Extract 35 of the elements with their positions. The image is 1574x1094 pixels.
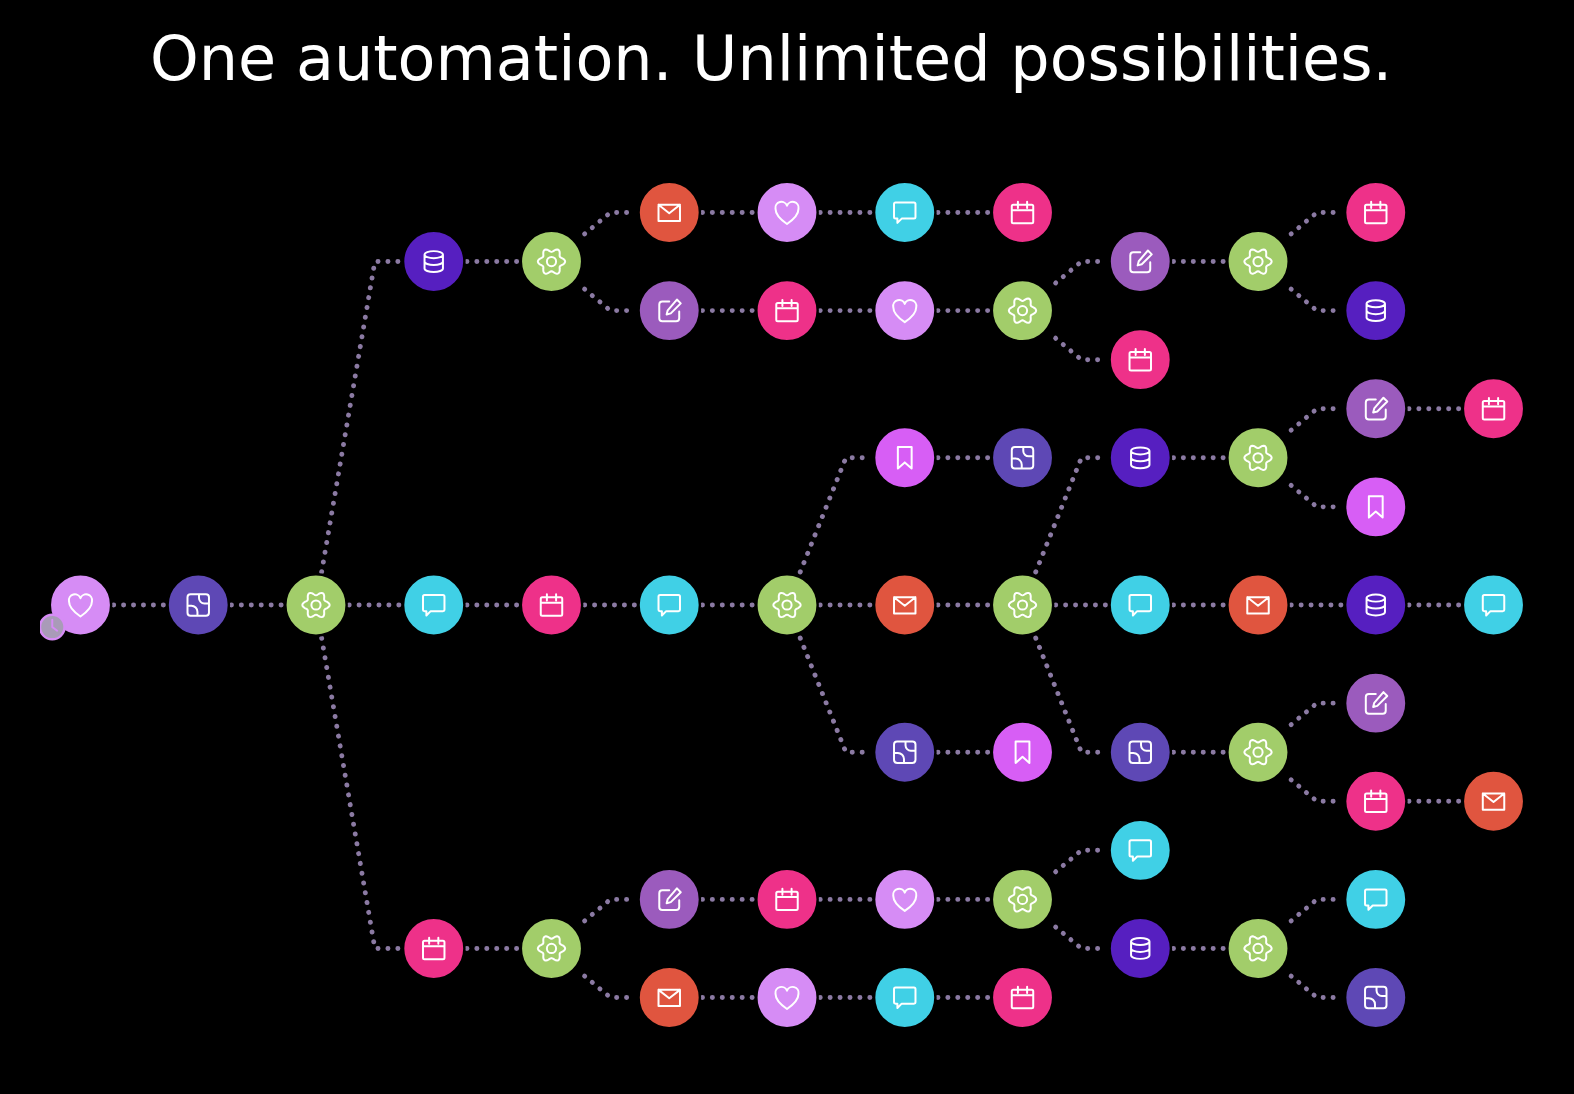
dotted-connector <box>817 210 875 215</box>
dotted-connector <box>935 308 992 314</box>
dotted-connector <box>699 602 757 608</box>
dotted-connector <box>817 308 875 314</box>
dotted-connector <box>935 749 992 755</box>
dotted-connector <box>464 259 521 264</box>
dotted-connector <box>699 896 757 902</box>
dotted-connector <box>1406 798 1463 804</box>
dotted-connector <box>699 210 757 215</box>
dotted-connector <box>935 896 992 902</box>
dotted-connector <box>935 995 992 1000</box>
dotted-connector <box>111 602 168 608</box>
dotted-connector <box>1170 259 1228 264</box>
dotted-connector <box>464 602 521 608</box>
dotted-connector <box>582 602 639 608</box>
dotted-connector <box>935 210 992 215</box>
dotted-connector <box>346 602 404 608</box>
dotted-connector <box>817 602 875 608</box>
dotted-connector <box>228 602 286 608</box>
dotted-connector <box>699 995 757 1000</box>
dotted-connector <box>464 946 521 951</box>
dotted-connector <box>1170 602 1228 608</box>
dotted-connector <box>699 308 757 314</box>
dotted-connector <box>1406 406 1463 412</box>
dotted-connector <box>817 896 875 902</box>
dotted-connector <box>1288 602 1346 608</box>
dotted-connector <box>817 995 875 1000</box>
title: One automation. Unlimited possibilities. <box>150 22 1393 97</box>
dotted-connector <box>1406 602 1463 608</box>
dotted-connector <box>935 602 992 608</box>
dotted-connector <box>1170 749 1228 755</box>
dotted-connector <box>935 455 992 461</box>
dotted-connector <box>1053 602 1110 608</box>
dotted-connector <box>1170 946 1228 951</box>
dotted-connector <box>1170 455 1228 461</box>
